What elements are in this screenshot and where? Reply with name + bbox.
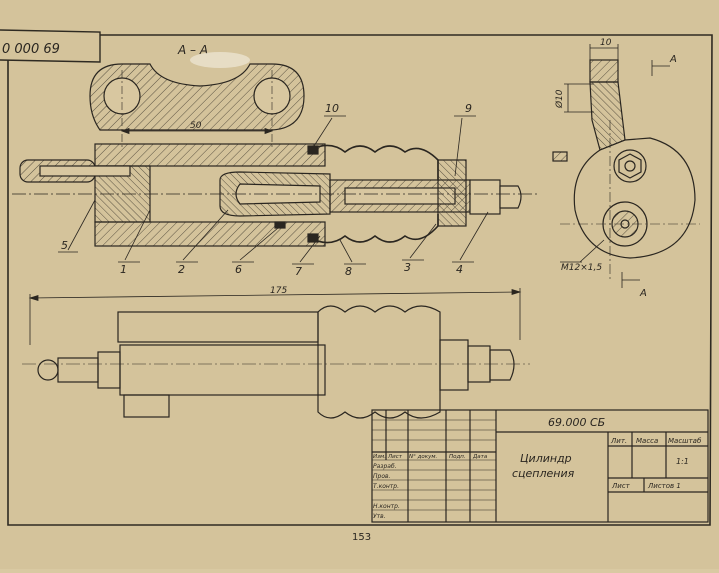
lever-body [573,137,696,259]
leader-7: 7 [295,265,302,278]
title-name-line1: Цилиндр [520,452,572,465]
col-scale: Масштаб [668,437,702,445]
section-mark-top: А [669,54,677,65]
col-lit: Лит. [610,437,627,445]
section-mark-bottom: А [639,288,647,299]
leader-2: 2 [178,263,185,276]
role-nkontr: Н.контр. [373,503,400,510]
leader-5: 5 [61,239,68,252]
side-dimensions [560,44,670,288]
dim-10-label: 10 [600,38,612,48]
head-sign: Подп. [449,454,466,460]
housing-bottom-wall [94,221,326,247]
hex-nut [618,153,642,179]
title-name-line2: сцепления [512,467,575,480]
role-utv: Утв. [373,513,386,520]
seal-top [307,145,319,155]
rod-tip [499,185,522,209]
leader-3: 3 [404,261,411,274]
role-tkontr: Т.контр. [373,483,399,490]
nut [469,179,501,215]
small-section [552,151,568,162]
head-list: Лист [387,454,403,460]
leader-1: 1 [120,263,127,276]
head-doc: N° докум. [409,454,438,460]
mounting-flange [89,63,305,131]
dim-175-label: 175 [270,286,287,296]
head-izm: Изм. [373,454,386,460]
tip-exterior [489,349,515,381]
leader-6: 6 [235,263,242,276]
dim-50-label: 50 [190,121,202,131]
col-mass: Масса [636,437,658,445]
leader-lines [58,115,489,265]
leader-8: 8 [345,265,352,278]
rod-bore [39,165,131,177]
thread-label: M12×1,5 [561,263,602,273]
sheets-label: Листов 1 [647,482,681,490]
hex-nut-outer [613,149,647,183]
o-ring [274,221,286,229]
sheet-label: Лист [611,482,631,490]
side-view [552,59,700,280]
dimension-175 [28,288,522,345]
sheet-frame [7,34,713,526]
role-razrab: Разраб. [373,463,397,470]
dimension-50 [120,127,274,135]
lower-lug [123,394,170,418]
boot-exterior [317,305,441,419]
lever-top-section [589,59,619,83]
cylinder-body [119,344,326,396]
leader-9: 9 [465,102,472,115]
title-block [371,409,709,523]
section-label: А – А [177,43,208,57]
corner-box [0,29,101,63]
leader-10: 10 [325,102,339,115]
role-prov: Пров. [373,473,391,480]
head-date: Дата [472,454,488,460]
boot-sleeve [437,159,467,227]
dim-dia10-label: Ø10 [554,89,565,109]
scale-value: 1:1 [676,457,689,466]
corner-number: 0 000 69 [2,42,60,57]
exterior-view [22,305,530,419]
leader-4: 4 [456,263,463,276]
housing-top-wall [94,143,326,167]
designation: 69.000 СБ [548,416,605,429]
section-view [12,63,540,247]
rubber-boot [309,144,439,244]
page-number: 153 [352,532,371,543]
